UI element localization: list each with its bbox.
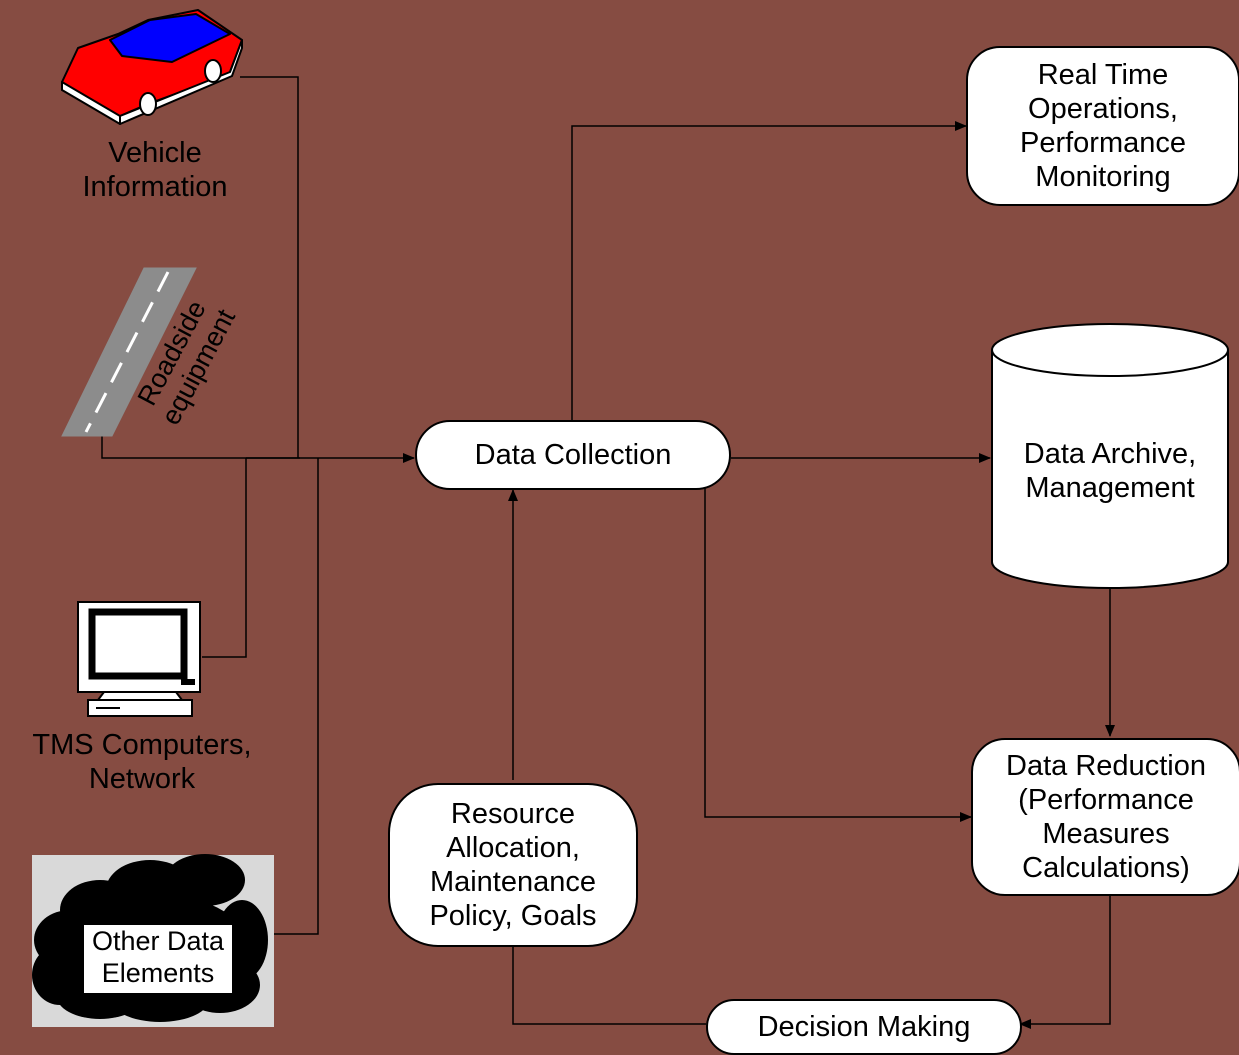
connector-decision-to-resource: [512, 946, 706, 1025]
tms-computers-label: TMS Computers, Network: [32, 729, 252, 795]
arrow-to-decision: [1019, 892, 1111, 1029]
data-reduction-label: Data Reduction (Performance Measures Cal…: [1006, 750, 1206, 884]
data-archive-cylinder: [991, 323, 1229, 589]
decision-making-node: Decision Making: [706, 999, 1022, 1055]
resource-allocation-node: Resource Allocation, Maintenance Policy,…: [388, 783, 638, 947]
connectors: [101, 76, 1115, 1029]
resource-allocation-label: Resource Allocation, Maintenance Policy,…: [429, 798, 597, 932]
arrow-to-reduction: [704, 488, 972, 822]
connector-vehicle: [240, 76, 299, 458]
computer-icon: [77, 601, 201, 717]
road-icon: [61, 267, 197, 437]
real-time-operations-node: Real Time Operations, Performance Monito…: [966, 46, 1239, 206]
vehicle-information-label: Vehicle Information: [82, 137, 228, 203]
car-icon: [61, 9, 243, 125]
data-collection-label: Data Collection: [474, 439, 672, 471]
arrow-to-realtime: [571, 121, 967, 420]
data-reduction-node: Data Reduction (Performance Measures Cal…: [971, 738, 1239, 896]
other-data-elements-label: Other Data Elements: [91, 926, 225, 988]
real-time-operations-label: Real Time Operations, Performance Monito…: [1019, 59, 1186, 193]
data-collection-node: Data Collection: [415, 420, 731, 490]
data-archive-label: Data Archive, Management: [1023, 438, 1197, 504]
connector-other: [272, 458, 319, 935]
connector-tms: [202, 458, 247, 658]
cloud-icon: [32, 854, 274, 1027]
decision-making-label: Decision Making: [757, 1011, 971, 1043]
